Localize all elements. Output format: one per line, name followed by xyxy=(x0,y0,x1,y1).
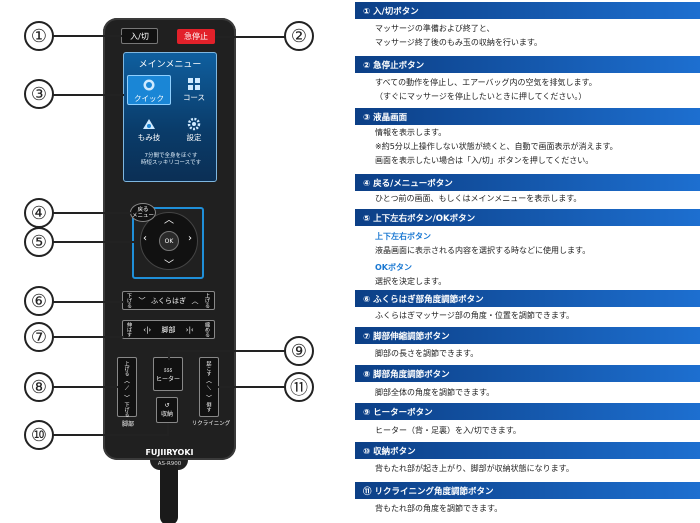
leader-line xyxy=(168,350,170,360)
recline-icon: ⟍ xyxy=(206,385,212,392)
leader-line xyxy=(52,336,124,338)
tile-label: 設定 xyxy=(186,133,202,142)
massage-hand-icon xyxy=(143,119,155,129)
screen-title: メインメニュー xyxy=(138,60,202,70)
storage-icon: ↺ xyxy=(164,402,170,409)
chevron-up-icon: ︿ xyxy=(191,296,199,305)
section-8-body: 脚部全体の角度を調節できます。 xyxy=(375,388,495,397)
section-4-body: ひとつ前の画面、もしくはメインメニューを表示します。 xyxy=(375,194,582,203)
section-2-title: ② 急停止ボタン xyxy=(355,56,700,73)
section-6-title: ⑥ ふくらはぎ部角度調節ボタン xyxy=(355,290,700,307)
leader-line xyxy=(52,386,118,388)
section-10-title: ⑩ 収納ボタン xyxy=(355,442,700,459)
section-10-body: 背もたれ部が起き上がり、脚部が収納状態になります。 xyxy=(375,464,574,473)
heat-waves-icon: ऽऽऽ xyxy=(163,366,173,374)
chevron-down-icon: ﹀ xyxy=(123,395,130,402)
section-11-title: ⑪ リクライニング角度調節ボタン xyxy=(355,482,700,499)
callout-4: ④ xyxy=(24,198,54,228)
section-9-title: ⑨ ヒーターボタン xyxy=(355,403,700,420)
callout-10: ⑩ xyxy=(24,420,54,450)
chevron-up-icon: ︿ xyxy=(123,378,130,385)
leg-icon: ⟋ xyxy=(124,385,130,392)
tile-quick[interactable]: クイック xyxy=(127,75,171,105)
section-8-title: ⑧ 脚部角度調節ボタン xyxy=(355,365,700,382)
callout-2: ② xyxy=(284,21,314,51)
section-11-body: 背もたれ部の角度を調節できます。 xyxy=(375,504,503,513)
leader-line xyxy=(167,423,169,435)
dpad-highlight-frame xyxy=(132,207,204,279)
leader-line xyxy=(52,434,169,436)
power-button[interactable]: 入/切 xyxy=(121,28,158,44)
model-number: AS-R900 xyxy=(157,461,182,467)
storage-button[interactable]: ↺ 収納 xyxy=(156,397,178,423)
tile-momi[interactable]: もみ技 xyxy=(127,115,171,145)
lcd-screen: メインメニュー クイック コース もみ技 xyxy=(123,52,217,182)
section-7-title: ⑦ 脚部伸縮調節ボタン xyxy=(355,327,700,344)
emergency-stop-button[interactable]: 急停止 xyxy=(177,29,215,44)
leader-line xyxy=(52,94,124,96)
tile-course[interactable]: コース xyxy=(172,75,216,105)
grid-icon xyxy=(188,78,200,90)
callout-5: ⑤ xyxy=(24,227,54,257)
chevron-down-icon: ﹀ xyxy=(138,296,146,305)
arrow-right-icon[interactable]: › xyxy=(188,233,192,244)
leader-line xyxy=(52,301,124,303)
callout-9: ⑨ xyxy=(284,336,314,366)
remote-cable xyxy=(160,455,178,523)
recline-label: リクライニング xyxy=(191,421,231,427)
chevron-up-icon: ︿ xyxy=(205,378,212,385)
recline-buttons[interactable]: 起こす ︿ ⟍ ﹀ 倒す xyxy=(199,357,219,417)
leader-line xyxy=(52,35,122,37)
callout-11: ⑪ xyxy=(284,372,314,402)
callout-3: ③ xyxy=(24,79,54,109)
section-3-title: ③ 液晶画面 xyxy=(355,108,700,125)
tile-settings[interactable]: 設定 xyxy=(172,115,216,145)
tile-label: クイック xyxy=(134,94,164,103)
brand-logo: FUJIIRYOKI xyxy=(145,448,194,457)
quick-icon xyxy=(143,79,155,91)
callout-7: ⑦ xyxy=(24,322,54,352)
tile-label: コース xyxy=(182,93,206,102)
back-menu-button[interactable]: 戻る メニュー xyxy=(130,203,156,222)
leader-line xyxy=(215,36,287,38)
ok-button[interactable]: OK xyxy=(159,231,179,251)
section-7-body: 脚部の長さを調節できます。 xyxy=(375,349,479,358)
leader-line xyxy=(52,241,134,243)
section-6-body: ふくらはぎマッサージ部の角度・位置を調節できます。 xyxy=(375,311,575,320)
callout-8: ⑧ xyxy=(24,372,54,402)
section-1-title: ① 入/切ボタン xyxy=(355,2,700,19)
tile-label: もみ技 xyxy=(137,133,161,142)
chevron-down-icon: ﹀ xyxy=(205,395,212,402)
section-4-title: ④ 戻る/メニューボタン xyxy=(355,174,700,191)
section-5-title: ⑤ 上下左右ボタン/OKボタン xyxy=(355,209,700,226)
gear-icon xyxy=(187,117,201,131)
callout-6: ⑥ xyxy=(24,286,54,316)
calf-angle-buttons[interactable]: 下げる ﹀ ふくらはぎ ︿ 上げる xyxy=(122,291,215,310)
leader-line xyxy=(52,212,132,214)
remote-diagram: 入/切 急停止 メインメニュー クイック コース もみ技 xyxy=(24,18,314,523)
section-1-body: マッサージの準備および終了と、 マッサージ終了後のもみ玉の収納を行います。 xyxy=(375,24,543,47)
extend-icon: ‹|› xyxy=(143,325,152,334)
leader-line xyxy=(218,386,286,388)
description-list: ① 入/切ボタン マッサージの準備および終了と、 マッサージ終了後のもみ玉の収納… xyxy=(355,0,700,523)
leg-angle-buttons[interactable]: 上げる ︿ ⟋ ﹀ 下げる xyxy=(117,357,137,417)
leg-angle-label: 脚部 xyxy=(121,421,134,428)
leg-extension-buttons[interactable]: 伸ばす ‹|› 脚部 ›|‹ 縮める xyxy=(122,320,215,339)
leader-line xyxy=(168,350,286,352)
section-3-body: 情報を表示します。 ※約5分以上操作しない状態が続くと、自動で画面表示が消えます… xyxy=(375,128,618,165)
callout-1: ① xyxy=(24,21,54,51)
section-5-body: 上下左右ボタン 液晶画面に表示される内容を選択する時などに使用します。 OKボタ… xyxy=(375,232,591,286)
heater-button[interactable]: ऽऽऽ ヒーター xyxy=(153,357,183,391)
arrow-down-icon[interactable]: ﹀ xyxy=(164,260,174,271)
screen-note: 7分間で全身をほぐす 時短スッキリコースです xyxy=(140,153,202,166)
arrow-left-icon[interactable]: ‹ xyxy=(143,233,147,244)
retract-icon: ›|‹ xyxy=(185,325,194,334)
section-2-body: すべての動作を停止し、エアーバッグ内の空気を排気します。 （すぐにマッサージを停… xyxy=(375,78,597,101)
section-9-body: ヒーター（背・足裏）を入/切できます。 xyxy=(375,426,521,435)
arrow-up-icon[interactable]: ︿ xyxy=(164,215,174,226)
